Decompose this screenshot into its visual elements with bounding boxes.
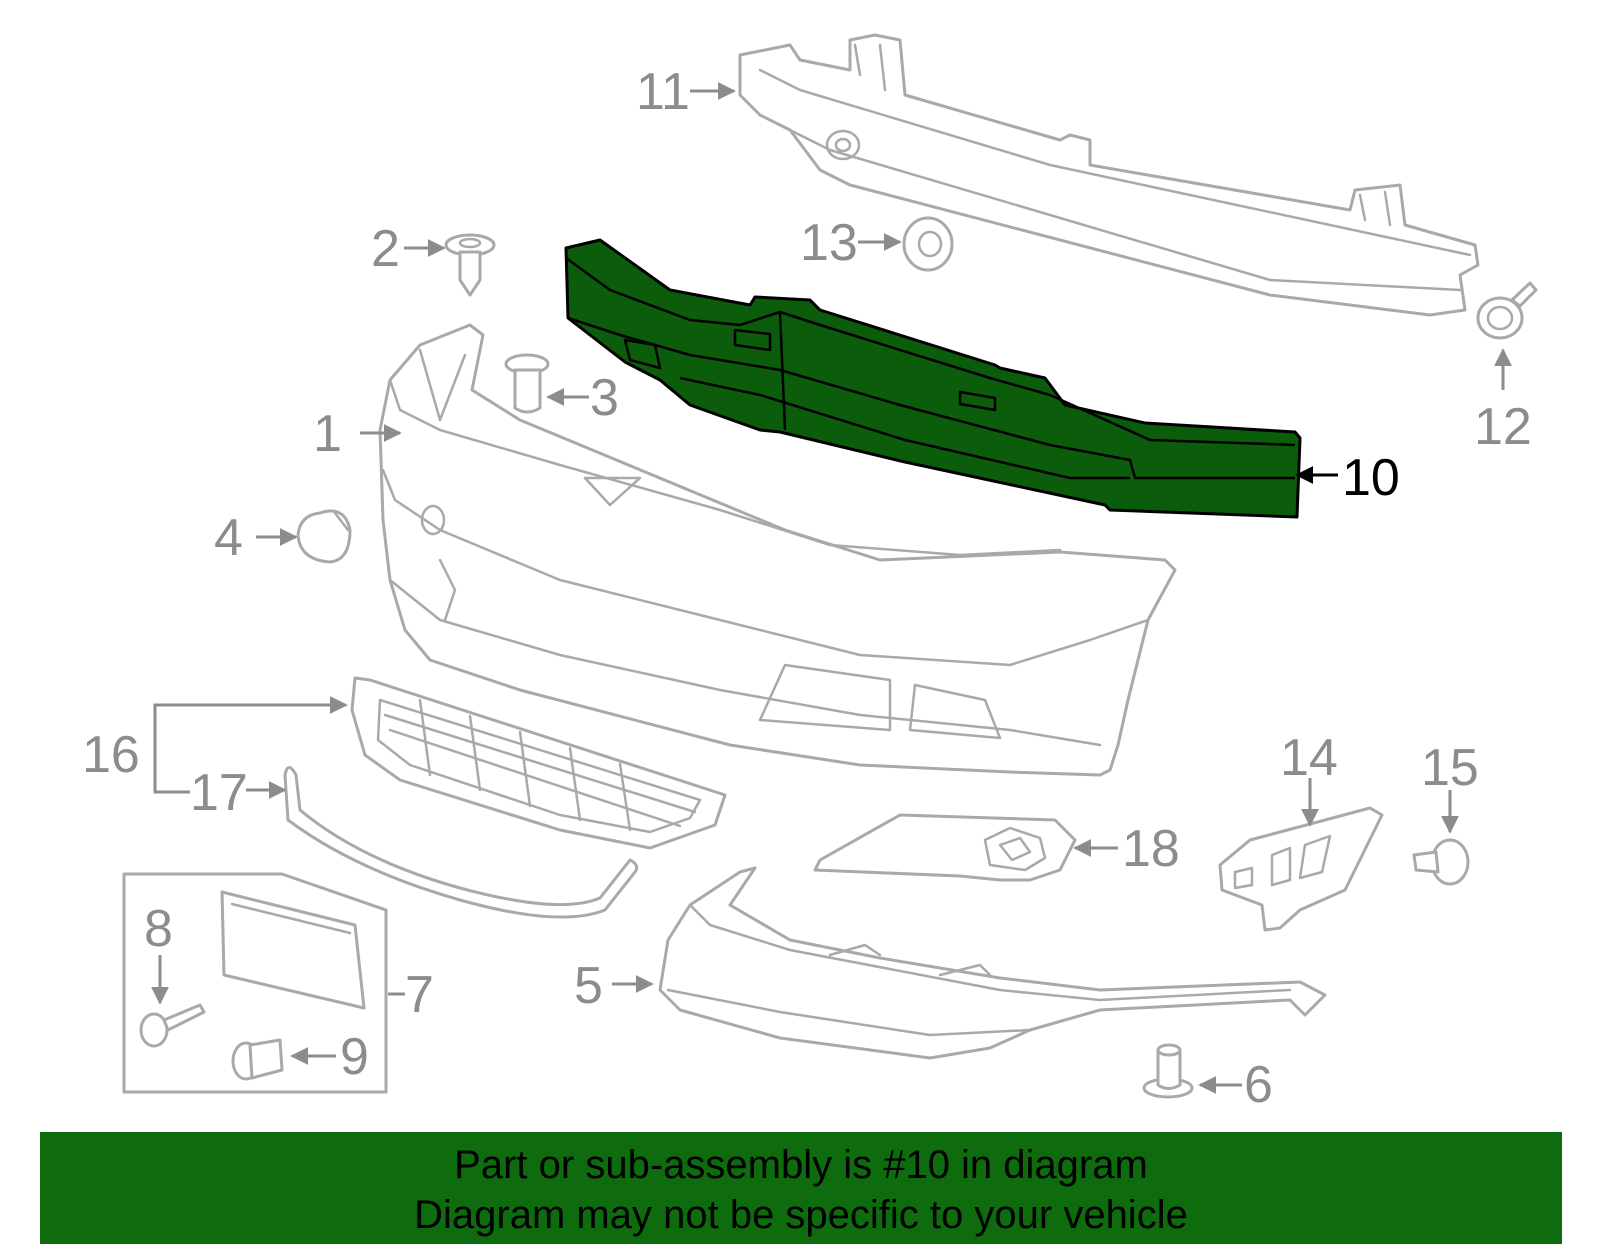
part-13-grommet[interactable] (902, 216, 954, 272)
callout-4: 4 (214, 509, 243, 567)
caption-line-2: Diagram may not be specific to your vehi… (414, 1193, 1188, 1237)
callout-17: 17 (190, 764, 248, 822)
part-14-bracket[interactable] (1218, 806, 1384, 932)
part-6-standoff[interactable] (1142, 1043, 1194, 1099)
callout-3: 3 (590, 369, 619, 427)
callout-2: 2 (371, 220, 400, 278)
callout-15: 15 (1421, 739, 1479, 797)
part-4-tow-hook-cap[interactable] (296, 509, 352, 564)
callout-10: 10 (1342, 449, 1400, 507)
part-3-spacer[interactable] (504, 353, 550, 414)
leader-16 (153, 696, 348, 750)
part-17-molding[interactable] (283, 766, 639, 919)
part-2-push-clip[interactable] (444, 233, 496, 297)
part-9-nut[interactable] (231, 1038, 284, 1081)
callout-13: 13 (800, 214, 858, 272)
part-15-push-pin[interactable] (1412, 838, 1470, 886)
part-18-fog-trim[interactable] (813, 813, 1077, 882)
part-8-screw[interactable] (139, 1003, 206, 1048)
part-10-energy-absorber[interactable] (564, 238, 1302, 519)
part-12-bolt[interactable] (1476, 281, 1538, 340)
caption-banner: Part or sub-assembly is #10 in diagram D… (40, 1132, 1562, 1244)
callout-6: 6 (1244, 1056, 1273, 1114)
callout-16: 16 (82, 726, 140, 784)
caption-line-1: Part or sub-assembly is #10 in diagram (454, 1143, 1148, 1187)
callout-5: 5 (574, 957, 603, 1015)
leader-16-lower (153, 750, 190, 794)
callout-12: 12 (1474, 398, 1532, 456)
part-11-reinforcement-bar[interactable] (738, 33, 1480, 317)
callout-1: 1 (313, 405, 342, 463)
part-7-license-kit-box[interactable] (122, 872, 388, 1094)
part-5-lower-spoiler[interactable] (658, 866, 1327, 1060)
part-16-lower-grille[interactable] (350, 676, 727, 850)
callout-8: 8 (144, 900, 173, 958)
callout-11: 11 (636, 63, 690, 121)
callout-7: 7 (405, 966, 434, 1024)
callout-14: 14 (1280, 729, 1338, 787)
part-1-bumper-cover[interactable] (378, 323, 1177, 777)
parts-diagram: 11 13 12 2 3 10 (82, 33, 1538, 1114)
callout-18: 18 (1122, 820, 1180, 878)
callout-9: 9 (340, 1028, 369, 1086)
